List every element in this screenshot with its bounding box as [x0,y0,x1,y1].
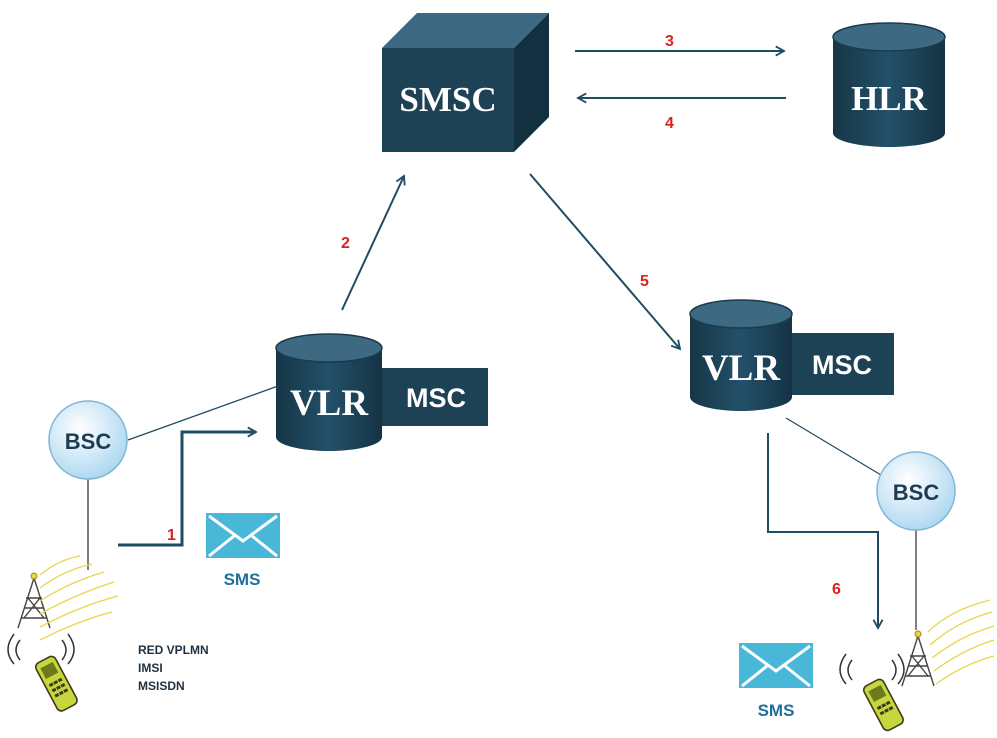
smsc-node: SMSC [382,13,549,152]
msc-right-box [786,333,894,395]
vlr-msc-right: MSC VLR [689,299,894,411]
msc-left-label: MSC [406,383,466,413]
vlr-left-top [275,333,383,363]
bsc-left-circle [48,400,128,480]
signal-waves-left [39,555,119,641]
antenna-tower-icon-right [901,630,935,687]
sms-left-label: SMS [224,570,261,589]
hlr-label: HLR [851,79,928,118]
info-imsi: IMSI [138,661,163,675]
cube-side [514,13,549,152]
step-3-number: 3 [665,33,674,50]
vlr-right-body [690,314,792,411]
phone-signal-left [7,633,75,665]
bsc-right-circle [876,451,956,531]
step-6-number: 6 [832,581,841,598]
info-msisdn: MSISDN [138,679,185,693]
bsc-left-node: BSC [48,400,128,480]
cube-top [382,13,549,48]
arrow-step-6 [767,433,878,628]
envelope-icon-left [206,513,280,558]
envelope-body-right [739,643,813,688]
vlr-msc-left: MSC VLR [275,333,488,451]
info-red-vplmn: RED VPLMN [138,643,209,657]
envelope-body [206,513,280,558]
vlr-right-label: VLR [702,348,781,389]
vlr-right-top [689,299,793,329]
envelope-icon-right [739,643,813,688]
bsc-right-label: BSC [893,480,940,505]
cube-front [382,48,514,152]
arrow-step-2 [341,176,404,311]
arrow-step-5 [529,173,680,349]
step-4-number: 4 [665,115,674,132]
vlr-left-body [276,348,382,451]
hlr-node: HLR [832,22,946,147]
bsc-left-label: BSC [65,429,112,454]
msc-left-box [378,368,488,426]
hlr-top [832,22,946,52]
mobile-phone-icon [34,655,78,712]
bsc-left-to-vlr-line [127,385,279,441]
step-1-number: 1 [167,527,176,544]
vlr-right-to-bsc-line [785,417,887,479]
antenna-tower-icon [17,572,51,629]
phone-signal-right [839,653,905,685]
mobile-phone-icon-right [862,678,904,732]
vlr-left-label: VLR [290,383,369,424]
step-2-number: 2 [341,235,350,252]
sms-right-label: SMS [758,701,795,720]
smsc-label: SMSC [399,80,496,119]
step-5-number: 5 [640,273,649,290]
signal-waves-right [927,599,995,685]
bsc-right-node: BSC [876,451,956,531]
hlr-body [833,37,945,147]
arrow-step-1 [118,432,256,547]
msc-right-label: MSC [812,350,872,380]
